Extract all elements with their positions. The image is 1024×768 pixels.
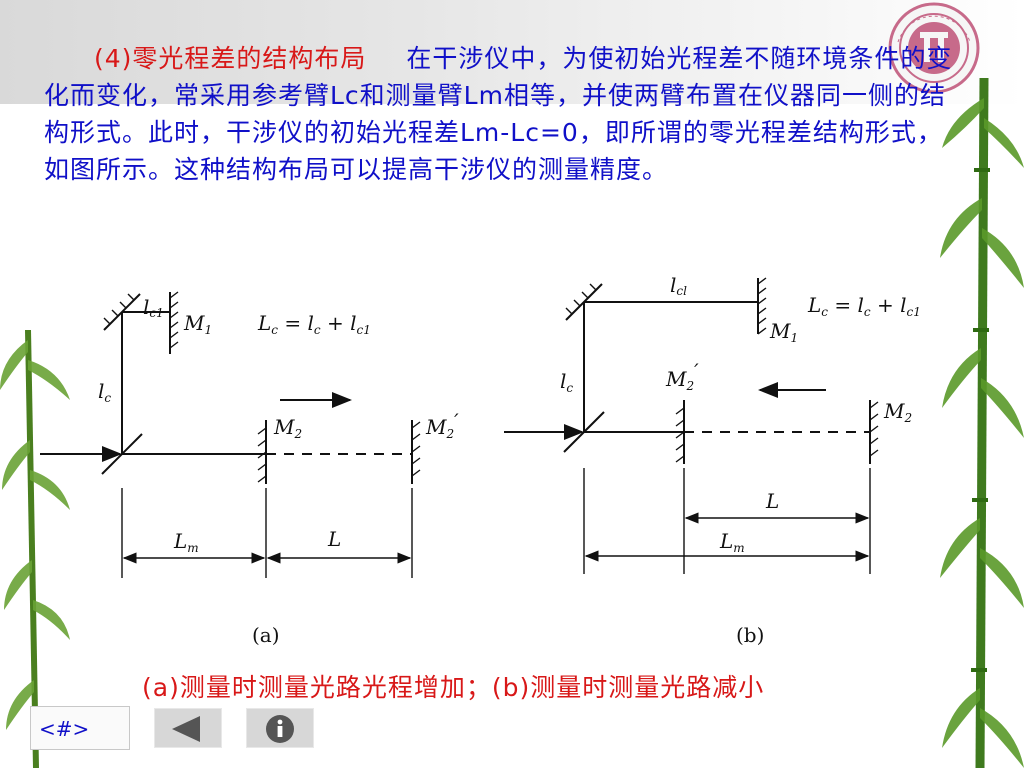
- svg-text:M2′: M2′: [665, 359, 699, 393]
- info-icon: [266, 715, 294, 743]
- section-heading: (4)零光程差的结构布局: [94, 44, 367, 73]
- svg-text:lc: lc: [560, 369, 573, 395]
- svg-text:M2: M2: [273, 415, 302, 441]
- svg-text:lc: lc: [98, 379, 111, 405]
- label-lc1-b: l: [670, 273, 676, 297]
- svg-text:M1: M1: [769, 319, 798, 345]
- info-button[interactable]: [246, 708, 314, 748]
- svg-text:Lm: Lm: [173, 529, 199, 555]
- formula-b: L: [807, 293, 821, 317]
- svg-text:lcl: lcl: [670, 273, 687, 298]
- top-gradient-bar: [0, 0, 1024, 104]
- svg-text:M2′: M2′: [425, 409, 459, 441]
- bamboo-decoration-left: [0, 330, 70, 768]
- formula-a: L: [257, 311, 271, 335]
- interferometer-diagrams: lc1 M1 Lc = lc + lc1 lc M2 M2′ Lm L (a): [40, 273, 921, 647]
- label-m2prime-a: M: [425, 415, 447, 439]
- label-l-a: L: [327, 527, 341, 551]
- label-lc-a: l: [98, 379, 104, 403]
- label-lc1-a: l: [143, 295, 149, 319]
- label-lm-b: L: [719, 529, 733, 553]
- diagram-a-labels: lc1 M1 Lc = lc + lc1 lc M2 M2′ Lm L (a): [98, 295, 459, 647]
- previous-slide-button[interactable]: [154, 708, 222, 748]
- label-lm-a: L: [173, 529, 187, 553]
- diagram-b-labels: lcl M1 Lc = lc + lc1 lc M2′ M2 L Lm (b): [560, 273, 921, 647]
- svg-text:M1: M1: [183, 311, 212, 337]
- label-lc-b: l: [560, 369, 566, 393]
- svg-text:Lc = lc + lc1: Lc = lc + lc1: [257, 311, 371, 337]
- bamboo-decoration-right: [940, 78, 1024, 768]
- diagram-b-caption: (b): [736, 623, 764, 647]
- slide-number: <#>: [30, 706, 130, 750]
- label-m2-b: M: [883, 399, 905, 423]
- label-l-b: L: [765, 489, 779, 513]
- svg-text:Lm: Lm: [719, 529, 745, 555]
- label-m2-a: M: [273, 415, 295, 439]
- description-paragraph: (4)零光程差的结构布局在干涉仪中，为使初始光程差不随环境条件的变化而变化，常采…: [44, 40, 964, 188]
- university-seal-logo: [888, 2, 980, 94]
- svg-text:lc1: lc1: [143, 295, 164, 320]
- figure-caption: (a)测量时测量光路光程增加；(b)测量时测量光路减小: [142, 673, 765, 702]
- diagram-a: [40, 291, 421, 578]
- svg-text:M2: M2: [883, 399, 912, 425]
- left-triangle-icon: [172, 716, 200, 742]
- label-m1-a: M: [183, 311, 205, 335]
- diagram-b: [504, 277, 879, 574]
- paragraph-body: 在干涉仪中，为使初始光程差不随环境条件的变化而变化，常采用参考臂Lc和测量臂Lm…: [44, 44, 953, 184]
- svg-text:Lc = lc + lc1: Lc = lc + lc1: [807, 293, 921, 319]
- diagram-a-caption: (a): [252, 623, 280, 647]
- label-m2prime-b: M: [665, 367, 687, 391]
- label-m1-b: M: [769, 319, 791, 343]
